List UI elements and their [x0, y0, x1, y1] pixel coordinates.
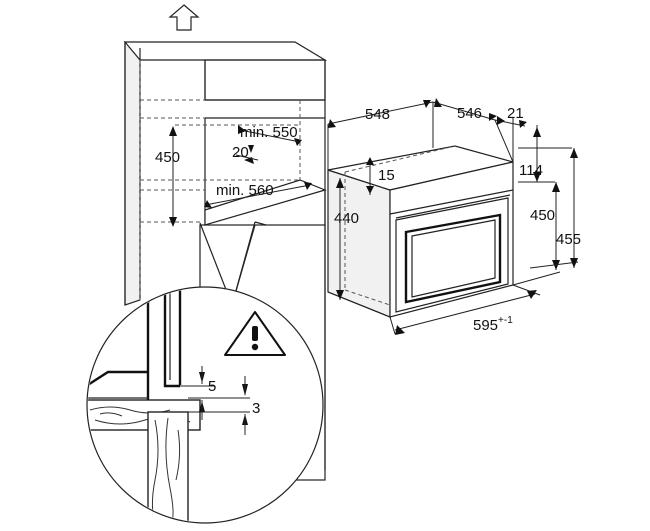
label-595: 595+-1	[473, 315, 513, 334]
tall-cabinet	[123, 41, 328, 481]
label-548: 548	[365, 106, 390, 123]
label-min-560: min. 560	[216, 182, 274, 199]
label-20: 20	[232, 144, 249, 161]
label-450-left: 450	[155, 149, 180, 166]
label-450-right: 450	[530, 207, 555, 224]
label-21: 21	[507, 105, 524, 122]
label-440: 440	[334, 210, 359, 227]
label-min-550: min. 550	[240, 124, 298, 141]
label-3: 3	[252, 400, 260, 417]
label-455: 455	[556, 231, 581, 248]
label-5: 5	[208, 378, 216, 395]
label-15: 15	[378, 167, 395, 184]
label-114: 114	[519, 162, 543, 179]
up-arrow-icon	[168, 4, 200, 31]
oven-unit	[327, 98, 579, 335]
label-546: 546	[457, 105, 482, 122]
warning-triangle-icon	[224, 311, 286, 356]
detail-magnifier	[86, 221, 324, 524]
label-595-value: 595	[473, 317, 498, 334]
label-595-tolerance: +-1	[498, 315, 513, 326]
